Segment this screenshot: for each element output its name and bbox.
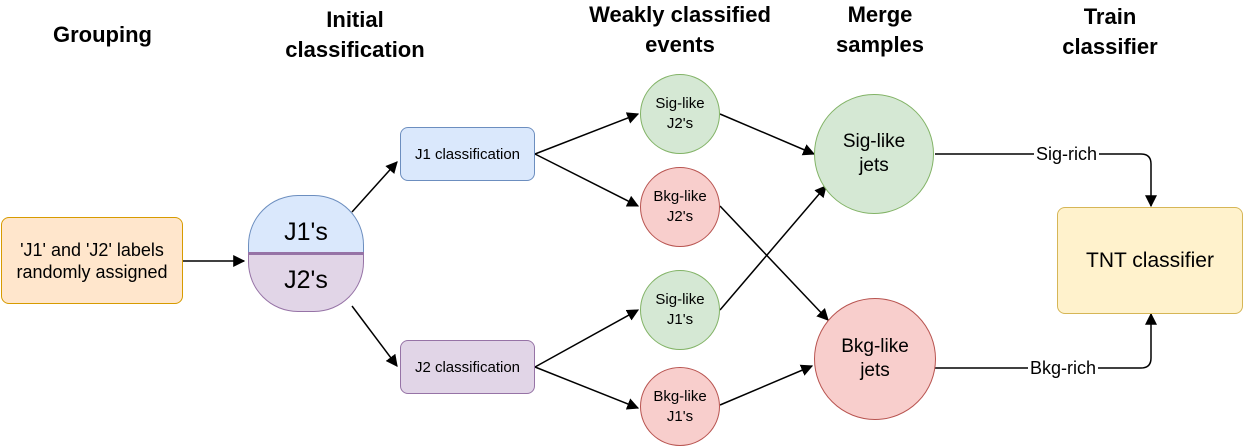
split-jets-node: J1's J2's bbox=[248, 195, 364, 312]
header-merge-samples: Merge samples bbox=[835, 2, 925, 57]
header-initial-classification: Initial classification bbox=[285, 7, 425, 62]
labels-assigned-node: 'J1' and 'J2' labels randomly assigned bbox=[1, 217, 183, 304]
edge-label-bkg-rich: Bkg-rich bbox=[1028, 358, 1099, 378]
edge-label-sig-rich: Sig-rich bbox=[1034, 144, 1100, 164]
split-divider bbox=[248, 252, 364, 255]
header-train-classifier: Train classifier bbox=[1062, 4, 1158, 59]
header-weakly-classified-events: Weakly classified events bbox=[589, 2, 771, 57]
header-grouping: Grouping bbox=[53, 22, 152, 47]
bkg-like-j1-node: Bkg-like J1's bbox=[640, 367, 720, 446]
j2s-half: J2's bbox=[248, 255, 364, 312]
j1s-half: J1's bbox=[248, 195, 364, 254]
tnt-classifier-node: TNT classifier bbox=[1057, 207, 1243, 314]
j1-classification-node: J1 classification bbox=[400, 127, 535, 181]
sig-like-jets-node: Sig-like jets bbox=[814, 94, 934, 214]
bkg-like-jets-node: Bkg-like jets bbox=[814, 298, 936, 420]
edge-j2class-to-sigj1 bbox=[534, 309, 640, 368]
edge-sigj2-to-sigjets bbox=[719, 113, 816, 156]
edge-j2s-to-j2class bbox=[351, 305, 398, 367]
edge-bkgj2-to-bkgjets bbox=[719, 205, 829, 321]
sig-like-j1-node: Sig-like J1's bbox=[640, 270, 720, 350]
edge-sigjets-to-tnt bbox=[935, 153, 1157, 208]
edge-j1class-to-bkgj2 bbox=[534, 153, 640, 207]
edge-j1class-to-sigj2 bbox=[534, 112, 640, 155]
j2-classification-node: J2 classification bbox=[400, 340, 535, 394]
edge-j1s-to-j1class bbox=[351, 161, 398, 213]
edge-bkgjets-to-tnt bbox=[935, 312, 1157, 369]
edge-bkgj1-to-bkgjets bbox=[719, 364, 814, 406]
edge-j2class-to-bkgj1 bbox=[534, 366, 640, 410]
edge-sigj1-to-sigjets bbox=[719, 185, 827, 311]
sig-like-j2-node: Sig-like J2's bbox=[640, 74, 720, 154]
bkg-like-j2-node: Bkg-like J2's bbox=[640, 167, 720, 247]
